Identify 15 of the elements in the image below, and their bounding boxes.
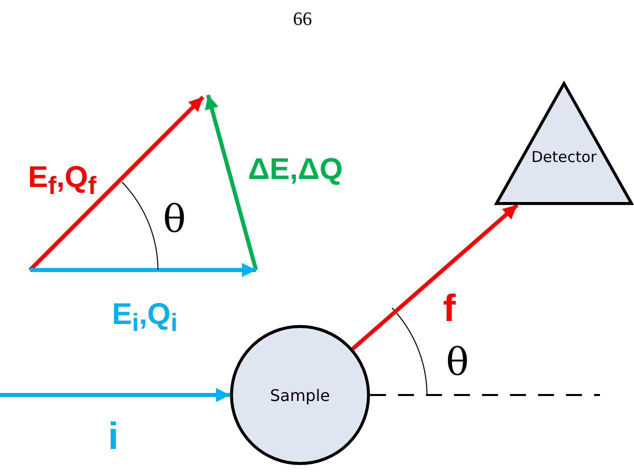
page-number: 66 [293, 10, 312, 29]
vector-label: E$_{f}$,Q$_{f}$ [28, 163, 96, 199]
edge-label: f [443, 290, 456, 328]
vector-label: E$_{i}$,Q$_{i}$ [112, 300, 178, 336]
arrow [0, 388, 230, 402]
detector-triangle [495, 82, 633, 205]
edge-label: i [108, 418, 119, 456]
sample-circle [230, 325, 370, 465]
dashed-line [370, 394, 600, 396]
node-label: Sample [269, 386, 331, 405]
node-label: Detector [530, 148, 598, 166]
angle-label: θ [163, 200, 186, 238]
angle-label: θ [446, 343, 469, 381]
vector-label: ΔE,ΔQ [248, 155, 343, 185]
arrow [351, 204, 518, 350]
